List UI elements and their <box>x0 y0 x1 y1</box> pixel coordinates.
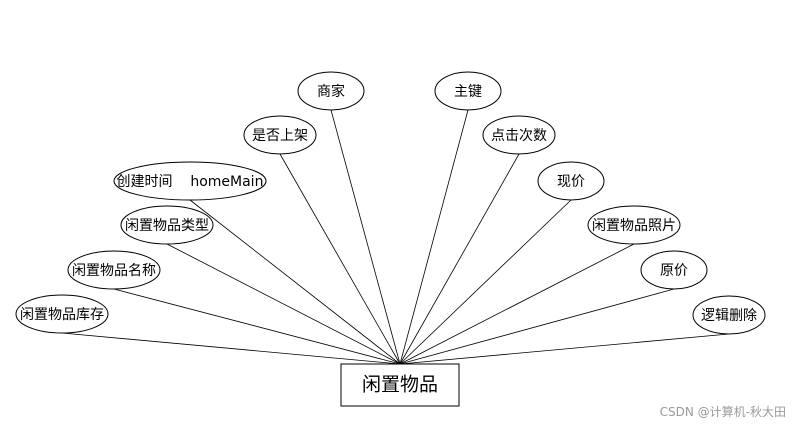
attribute-ellipse <box>692 295 766 335</box>
connector-clicks <box>399 153 520 365</box>
attribute-label: 商家 <box>317 83 345 100</box>
connector-type <box>166 243 401 365</box>
attribute-ellipse <box>113 161 267 201</box>
attribute-label: 是否上架 <box>252 128 308 144</box>
attribute-node-type: 闲置物品类型 <box>120 205 214 245</box>
attribute-ellipse <box>243 115 317 155</box>
entity-box <box>340 363 460 407</box>
connector-name <box>113 288 401 365</box>
attribute-ellipse <box>67 250 161 290</box>
attribute-node-photo: 闲置物品照片 <box>587 205 681 245</box>
connector-pk <box>399 109 469 365</box>
connector-del <box>399 333 730 365</box>
connector-price <box>399 199 572 365</box>
attribute-ellipse <box>482 115 556 155</box>
attribute-ellipse <box>640 250 708 290</box>
attribute-label: 闲置物品类型 <box>125 218 209 234</box>
attribute-node-del: 逻辑删除 <box>692 295 766 335</box>
attribute-node-merchant: 商家 <box>297 71 365 111</box>
attribute-node-listed: 是否上架 <box>243 115 317 155</box>
attribute-node-clicks: 点击次数 <box>482 115 556 155</box>
watermark: CSDN @计算机-秋大田 <box>659 405 786 419</box>
attribute-node-stock: 闲置物品库存 <box>15 294 109 334</box>
attribute-ellipse <box>537 161 605 201</box>
connector-stock <box>61 332 401 365</box>
attribute-label: 点击次数 <box>491 128 547 144</box>
attribute-label: 现价 <box>557 174 585 190</box>
connector-photo <box>399 243 635 365</box>
connector-merchant <box>330 109 401 365</box>
attribute-ellipse <box>587 205 681 245</box>
attribute-label: 闲置物品照片 <box>592 218 676 234</box>
attribute-node-pk: 主键 <box>434 71 502 111</box>
attribute-node-created: 创建时间 homeMain <box>113 161 267 201</box>
attribute-label: 原价 <box>660 263 688 279</box>
attribute-ellipse <box>15 294 109 334</box>
attribute-node-price: 现价 <box>537 161 605 201</box>
attribute-label: 主键 <box>454 84 482 100</box>
attribute-label: 闲置物品库存 <box>20 307 104 323</box>
attribute-label: 逻辑删除 <box>701 308 757 324</box>
attribute-label: 闲置物品名称 <box>72 263 156 279</box>
attribute-ellipse <box>120 205 214 245</box>
entity-node: 闲置物品 <box>340 363 460 407</box>
attribute-node-orig: 原价 <box>640 250 708 290</box>
connector-orig <box>399 288 675 365</box>
connector-created <box>189 199 401 365</box>
attribute-node-name: 闲置物品名称 <box>67 250 161 290</box>
attribute-ellipse <box>297 71 365 111</box>
attribute-ellipse <box>434 71 502 111</box>
attribute-label: 创建时间 homeMain <box>117 174 264 190</box>
connector-listed <box>279 153 401 365</box>
entity-label: 闲置物品 <box>362 374 438 396</box>
